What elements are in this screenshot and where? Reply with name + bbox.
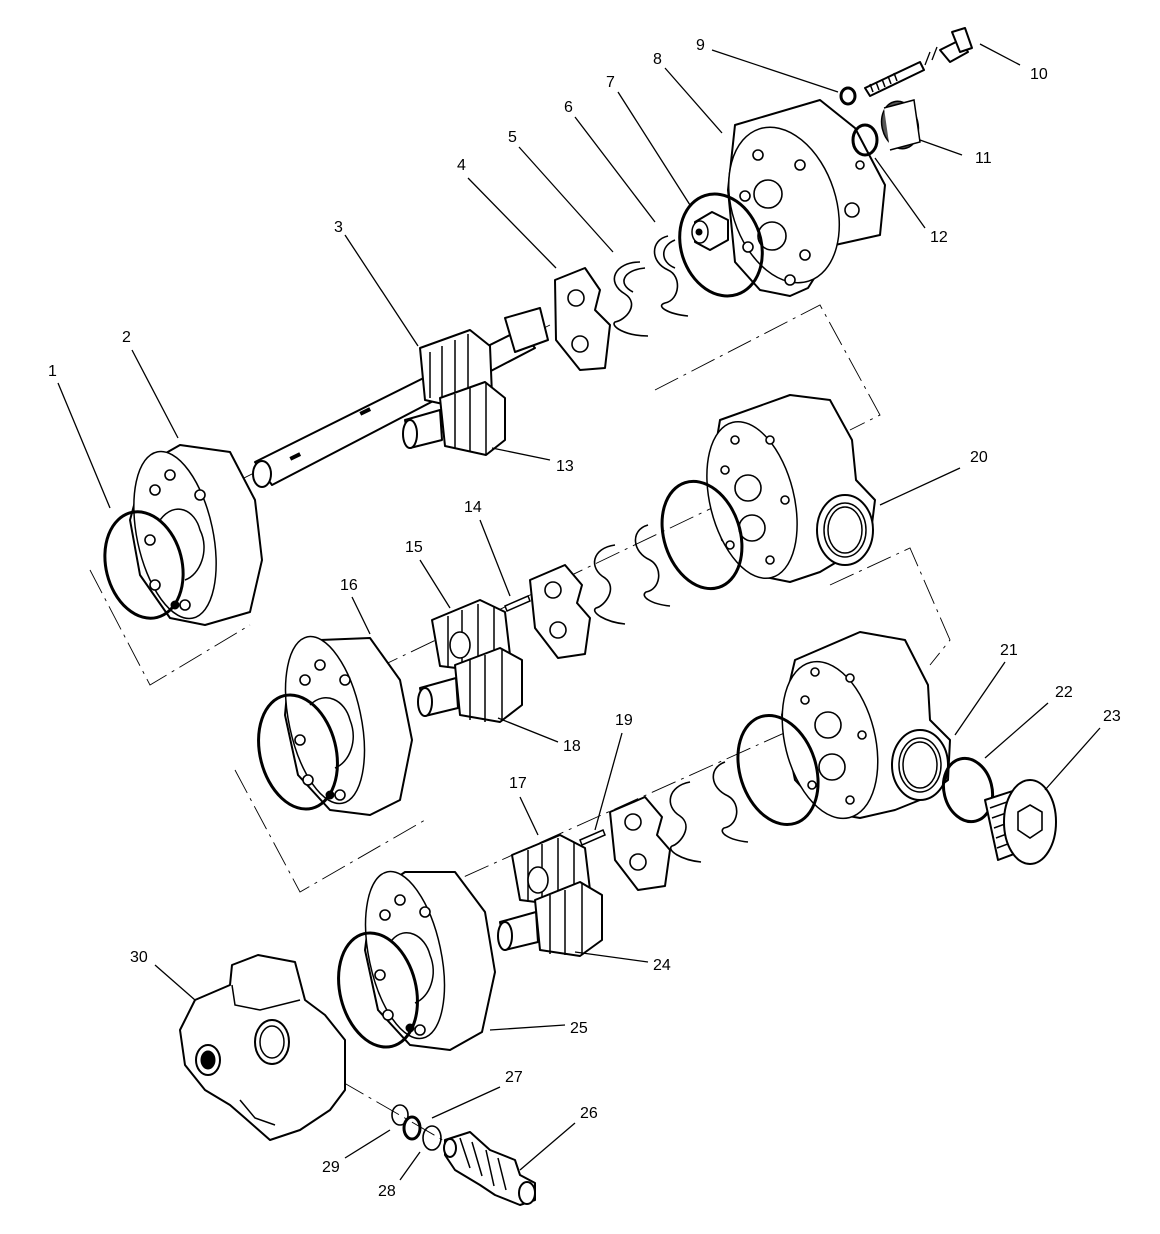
part-23-plug — [984, 779, 1057, 865]
callout-9: 9 — [696, 37, 705, 54]
callout-24: 24 — [653, 957, 671, 974]
callout-16: 16 — [340, 577, 358, 594]
callout-23: 23 — [1103, 708, 1121, 725]
part-28-ring — [422, 1125, 442, 1151]
part-25-o-ring — [337, 931, 419, 1049]
callout-10: 10 — [1030, 66, 1048, 83]
part-6-o-ring-large — [678, 192, 764, 298]
callout-29: 29 — [322, 1159, 340, 1176]
callout-26: 26 — [580, 1105, 598, 1122]
part-24-gear — [497, 881, 603, 957]
part-22-o-ring — [941, 756, 995, 824]
callout-18: 18 — [563, 738, 581, 755]
callout-5: 5 — [508, 129, 517, 146]
part-5-seal — [653, 235, 689, 317]
part-1-o-ring — [103, 510, 185, 620]
callout-14: 14 — [464, 499, 482, 516]
part-18-gear — [417, 647, 523, 723]
callout-30: 30 — [130, 949, 148, 966]
callout-labels: 1 2 3 4 5 6 7 8 9 10 11 12 13 14 15 16 1… — [48, 37, 1121, 1200]
callout-1: 1 — [48, 363, 57, 380]
callout-28: 28 — [378, 1183, 396, 1200]
callout-2: 2 — [122, 329, 131, 346]
callout-7: 7 — [606, 74, 615, 91]
callout-15: 15 — [405, 539, 423, 556]
leader-lines — [57, 43, 1101, 1181]
part-27-ring — [402, 1115, 422, 1141]
part-10-bolt — [864, 27, 973, 97]
part-7-bushing — [691, 211, 729, 251]
part-16-gear-housing — [284, 635, 413, 816]
part-2-gear-housing — [129, 444, 263, 626]
callout-25: 25 — [570, 1020, 588, 1037]
part-8-rear-cover — [727, 99, 886, 297]
part-3-wear-plate — [554, 267, 611, 371]
part-9-washer — [839, 86, 857, 106]
callout-27: 27 — [505, 1069, 523, 1086]
part-25-gear-housing — [364, 870, 496, 1051]
callout-22: 22 — [1055, 684, 1073, 701]
callout-20: 20 — [970, 449, 988, 466]
part-29-ring — [391, 1104, 409, 1126]
callout-11: 11 — [975, 150, 992, 167]
callout-17: 17 — [509, 775, 527, 792]
part-4-backup-gasket — [613, 261, 649, 337]
callout-21: 21 — [1000, 642, 1018, 659]
callout-4: 4 — [457, 157, 466, 174]
lower-seal-stack — [609, 713, 820, 891]
callout-13: 13 — [556, 458, 574, 475]
callout-19: 19 — [615, 712, 633, 729]
part-20-center-section — [706, 394, 876, 583]
callout-8: 8 — [653, 51, 662, 68]
callout-12: 12 — [930, 229, 948, 246]
part-30-valve-body — [179, 954, 346, 1141]
part-19-pin — [579, 829, 606, 846]
middle-seal-stack — [529, 479, 744, 659]
front-body-section — [781, 631, 951, 820]
part-13-driven-gear — [402, 381, 506, 456]
callout-6: 6 — [564, 99, 573, 116]
part-26-relief-valve — [443, 1131, 536, 1206]
callout-3: 3 — [334, 219, 343, 236]
part-12-ring — [851, 123, 879, 157]
part-11-shaft-seal — [880, 99, 921, 151]
part-14-pin — [504, 595, 531, 612]
part-16-o-ring — [257, 693, 339, 811]
